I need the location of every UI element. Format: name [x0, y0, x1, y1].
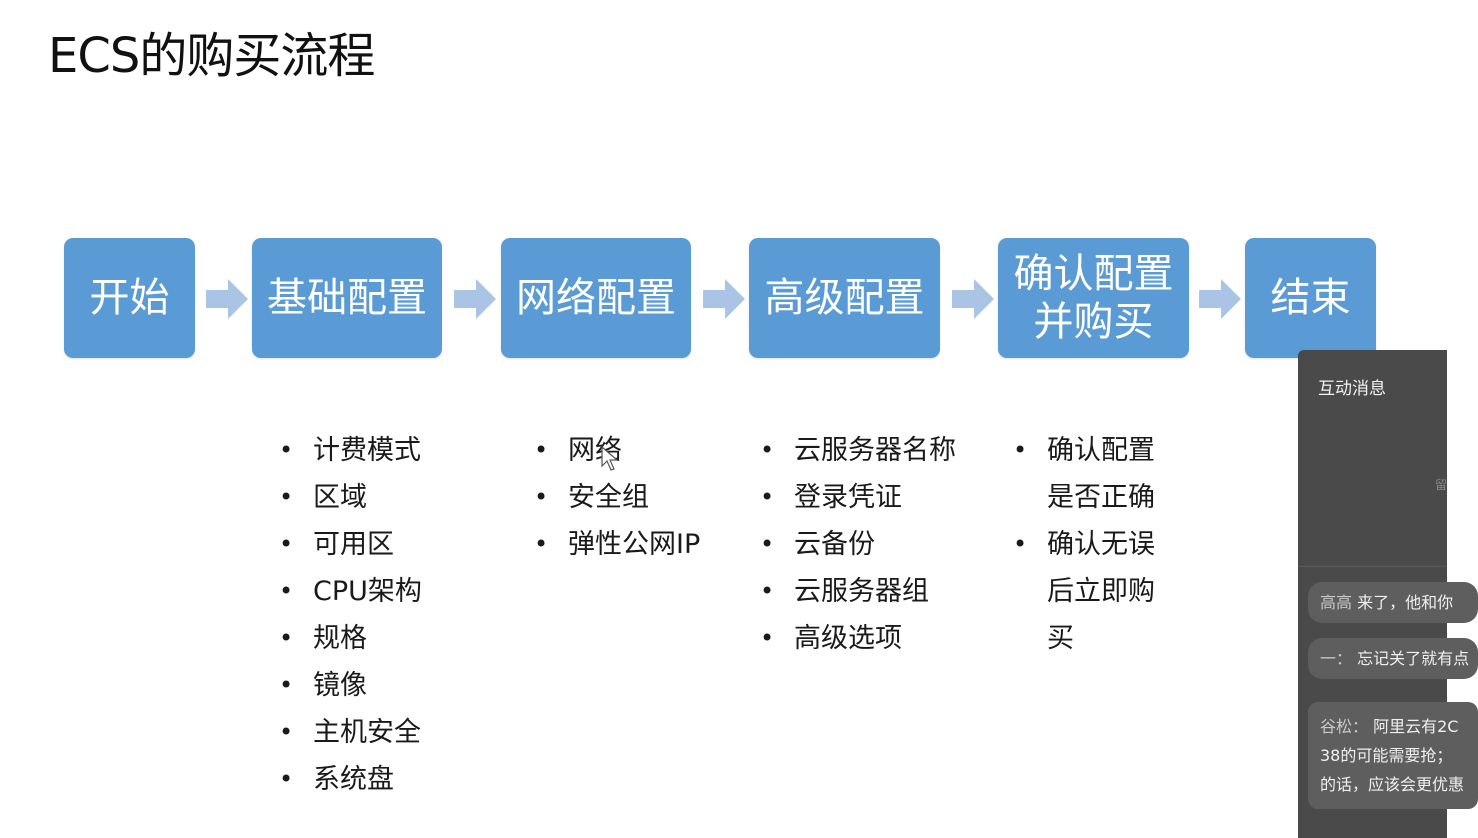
step-network-config: 网络配置 [501, 238, 691, 358]
slide-title: ECS的购买流程 [48, 28, 375, 84]
step-network-config-label: 网络配置 [516, 275, 676, 321]
chat-message-text: 阿里云有2C [1373, 717, 1459, 736]
list-item: 计费模式 [279, 427, 422, 474]
step-start: 开始 [64, 238, 195, 358]
chat-message[interactable]: 高高 来了，他和你 [1308, 582, 1478, 623]
chat-message-sender: 高高 [1320, 593, 1353, 612]
step-start-label: 开始 [89, 275, 170, 321]
arrow-right-icon [703, 279, 745, 319]
list-item: 镜像 [279, 662, 422, 709]
chat-message[interactable]: 谷松： 阿里云有2C 38的可能需要抢； 的话，应该会更优惠 [1308, 702, 1478, 809]
list-item: 可用区 [279, 521, 422, 568]
list-item: 确认配置是否正确 [1013, 427, 1177, 521]
scroll-indicator[interactable]: 留 [1435, 478, 1448, 492]
arrow-right-icon [206, 279, 248, 319]
list-item: 云备份 [760, 521, 956, 568]
step-end: 结束 [1245, 238, 1376, 358]
list-item: 云服务器组 [760, 568, 956, 615]
chat-message-sender: 谷松 [1320, 717, 1353, 736]
list-item: 规格 [279, 615, 422, 662]
list-item: 系统盘 [279, 756, 422, 803]
step-advanced-config-label: 高级配置 [764, 275, 925, 321]
chat-message-text: 38的可能需要抢； [1320, 746, 1453, 765]
list-item: 安全组 [534, 474, 700, 521]
list-item: 区域 [279, 474, 422, 521]
arrow-right-icon [1199, 279, 1241, 319]
list-item: 登录凭证 [760, 474, 956, 521]
step-end-label: 结束 [1270, 275, 1351, 321]
arrow-right-icon [952, 279, 994, 319]
list-item: CPU架构 [279, 568, 422, 615]
network-config-list: 网络 安全组 弹性公网IP [534, 427, 700, 568]
chat-message[interactable]: 一： 忘记关了就有点 [1308, 638, 1478, 679]
chat-message-sender: 一 [1320, 649, 1337, 668]
confirm-purchase-list: 确认配置是否正确 确认无误后立即购买 [1013, 427, 1177, 662]
list-item: 网络 [534, 427, 700, 474]
step-basic-config-label: 基础配置 [267, 275, 427, 321]
step-confirm-purchase-line1: 确认配置 [1013, 251, 1174, 297]
chat-message-text: 的话，应该会更优惠 [1320, 775, 1465, 794]
basic-config-list: 计费模式 区域 可用区 CPU架构 规格 镜像 主机安全 系统盘 [279, 427, 422, 803]
chat-panel: 互动消息 留 高高 来了，他和你 一： 忘记关了就有点 谷松： 阿里云有2C 3… [1298, 350, 1478, 838]
advanced-config-list: 云服务器名称 登录凭证 云备份 云服务器组 高级选项 [760, 427, 956, 662]
divider [1298, 566, 1447, 567]
list-item: 弹性公网IP [534, 521, 700, 568]
step-confirm-purchase-line2: 并购买 [1033, 299, 1154, 345]
list-item: 确认无误后立即购买 [1013, 521, 1177, 662]
mouse-cursor-icon [601, 445, 619, 471]
list-item: 高级选项 [760, 615, 956, 662]
chat-message-text: 忘记关了就有点 [1357, 649, 1470, 668]
step-advanced-config: 高级配置 [749, 238, 940, 358]
list-item: 主机安全 [279, 709, 422, 756]
step-confirm-purchase: 确认配置 并购买 [998, 238, 1189, 358]
list-item: 云服务器名称 [760, 427, 956, 474]
chat-panel-title: 互动消息 [1318, 379, 1386, 399]
arrow-right-icon [454, 279, 496, 319]
chat-message-text: 来了，他和你 [1357, 593, 1454, 612]
step-basic-config: 基础配置 [252, 238, 442, 358]
